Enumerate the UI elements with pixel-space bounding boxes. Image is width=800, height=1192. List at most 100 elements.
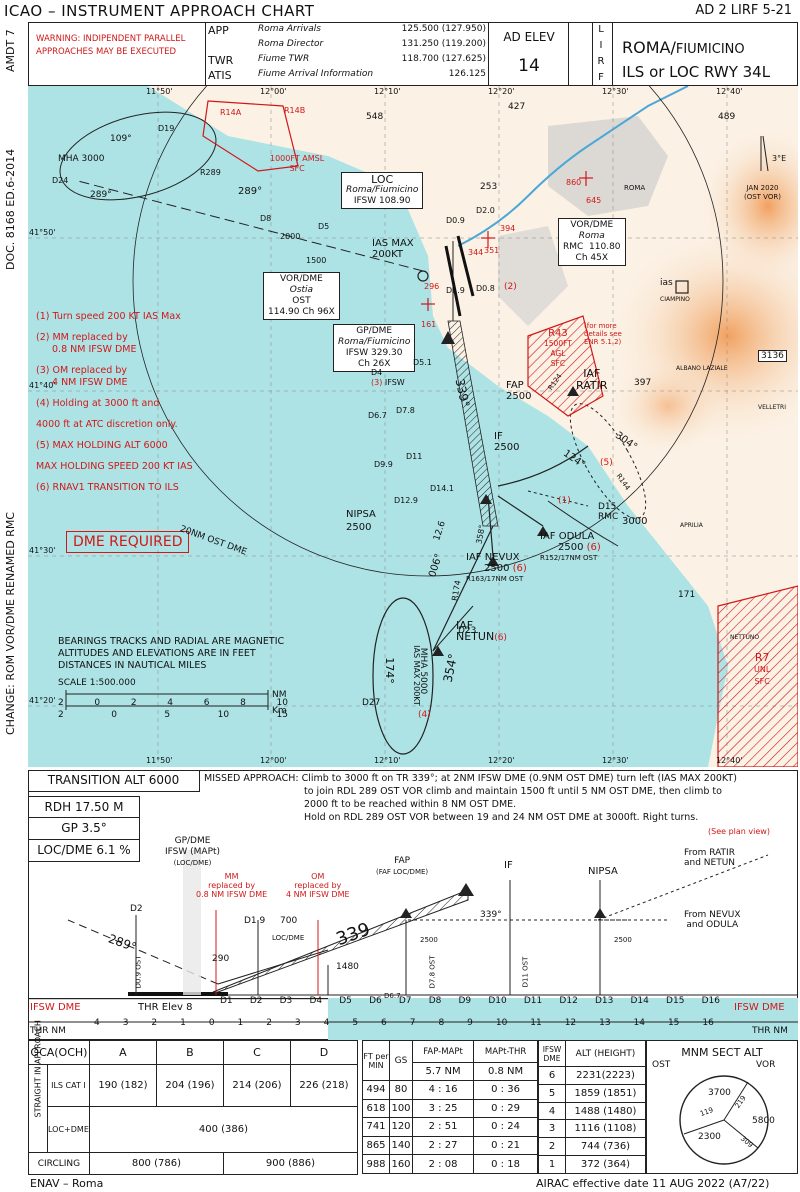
holding-pattern-netun <box>372 597 434 755</box>
gp-angle-box: GP 3.5° <box>28 818 140 840</box>
d4-label: D4 <box>371 368 383 377</box>
sea-area <box>28 86 728 767</box>
spot-elevation: 397 <box>634 378 652 388</box>
see-plan-view: (See plan view) <box>708 827 770 836</box>
locdme-label: LOC+DME <box>47 1106 90 1153</box>
thr-nm-left: THR NM <box>30 1026 66 1036</box>
town-aprilia: APRILIA <box>680 522 703 529</box>
bearing-289: 289° <box>90 190 112 200</box>
locdme-min: 400 (386) <box>88 1106 359 1153</box>
note-4-marker: (4) <box>418 710 431 720</box>
gs-row-cell: 4 : 16 <box>411 1080 475 1100</box>
gs-row-cell: 0 : 24 <box>473 1117 538 1137</box>
gs-row-cell: 80 <box>389 1080 413 1100</box>
gs-row-cell: 741 <box>362 1117 390 1137</box>
msa-sector-5800: 5800 <box>752 1116 775 1126</box>
spot-elevation: 171 <box>678 590 696 600</box>
gs-row-cell: 988 <box>362 1154 390 1174</box>
lat-tick-label: 41°50' <box>29 228 56 237</box>
gs-row-cell: 3 : 25 <box>411 1098 475 1119</box>
dme-row-cell: 2231(2223) <box>565 1066 646 1085</box>
lon-tick-label: 12°40' <box>716 756 743 765</box>
town-roma: ROMA <box>624 184 646 192</box>
dme-row-cell: 4 <box>538 1101 566 1121</box>
change-label: CHANGE: ROM VOR/DME RENAMED RMC <box>4 512 17 735</box>
chart-title: ICAO – INSTRUMENT APPROACH CHART <box>4 2 315 20</box>
ils-cat-label: ILS CAT I <box>47 1064 90 1107</box>
minima-table: OCA(OCH) A B C D STRAIGHT IN APPROACH IL… <box>28 1020 359 1175</box>
footer-right: AIRAC effective date 11 AUG 2022 (A7/22) <box>536 1177 770 1190</box>
d09-ost-profile: D0.9 OST <box>134 955 143 989</box>
fix-odula-triangle <box>537 526 549 536</box>
20nm-ost-dme-arc <box>132 86 724 577</box>
d11-label: D11 <box>406 452 423 461</box>
fix-nevux-triangle <box>487 556 499 566</box>
transition-alt: TRANSITION ALT 6000 <box>28 770 200 792</box>
gs-row-cell: 2 : 51 <box>411 1117 475 1137</box>
spot-elevation: 489 <box>718 112 736 122</box>
lon-tick-label: 12°30' <box>602 87 629 96</box>
gs-row-cell: 160 <box>389 1154 413 1174</box>
obstacle-860: 860 <box>566 178 582 187</box>
straight-in-label: STRAIGHT IN APPROACH <box>28 1020 48 1153</box>
d141-label: D14.1 <box>430 484 454 493</box>
restricted-area-r14 <box>202 100 299 172</box>
msa-vor: VOR <box>756 1060 776 1070</box>
gs-row-cell: 0 : 29 <box>473 1098 538 1119</box>
locdme-profile: LOC/DME <box>272 934 305 942</box>
rdh-box: RDH 17.50 M <box>28 796 140 818</box>
obstacle-344: 344 <box>468 248 484 257</box>
if-profile-label: IF <box>504 860 513 871</box>
restricted-area-r43 <box>527 315 604 417</box>
fap-triangle <box>458 883 474 896</box>
alt-2500: 2500 <box>420 936 438 944</box>
msa-title: MNM SECT ALT <box>681 1046 763 1059</box>
ias-label: ias <box>660 278 673 288</box>
circling-min-ab: 800 (786) <box>88 1152 224 1175</box>
msa-sector-3700: 3700 <box>708 1088 731 1098</box>
cat-c: C <box>222 1040 291 1065</box>
highest-elevation: 3136 <box>758 350 787 362</box>
obstacle-351: 351 <box>484 246 500 255</box>
ifsw-dme-left: IFSW DME <box>30 1002 81 1013</box>
lat-tick-label: 41°40' <box>29 381 56 390</box>
ad-elev-value: 14 <box>518 56 540 76</box>
fap-mapt-distance: 5.7 NM <box>411 1062 475 1081</box>
d78-ost-profile: D7.8 OST <box>428 955 437 989</box>
plan-view-map: (1) Turn speed 200 KT IAS Max (2) MM rep… <box>28 86 798 767</box>
obstacle-645: 645 <box>586 196 602 205</box>
note-2-marker: (2) <box>504 282 517 292</box>
ias-max-200-label: IAS MAX 200KT <box>411 645 421 706</box>
oca-header: OCA(OCH) <box>28 1040 90 1065</box>
gs-row-cell: 0 : 18 <box>473 1154 538 1174</box>
roma-urban-area <box>548 116 668 216</box>
scale-label: SCALE 1:500.000 <box>58 678 136 688</box>
d99-label: D9.9 <box>374 460 393 469</box>
cat-d: D <box>289 1040 359 1065</box>
town-nettuno: NETTUNO <box>730 634 760 641</box>
lon-tick-label: 12°00' <box>260 756 287 765</box>
dme-row-cell: 6 <box>538 1066 566 1085</box>
bearing-339-profile: 339° <box>480 910 502 920</box>
dme-row-cell: 5 <box>538 1083 566 1103</box>
d09-label: D0.9 <box>446 216 465 225</box>
lon-tick-label: 12°10' <box>374 756 401 765</box>
gs-row-cell: 0 : 21 <box>473 1135 538 1156</box>
gs-row-cell: 120 <box>389 1117 413 1137</box>
town-albano: ALBANO LAZIALE <box>676 365 728 372</box>
fap-profile-label: FAP(FAF LOC/DME) <box>376 856 429 876</box>
